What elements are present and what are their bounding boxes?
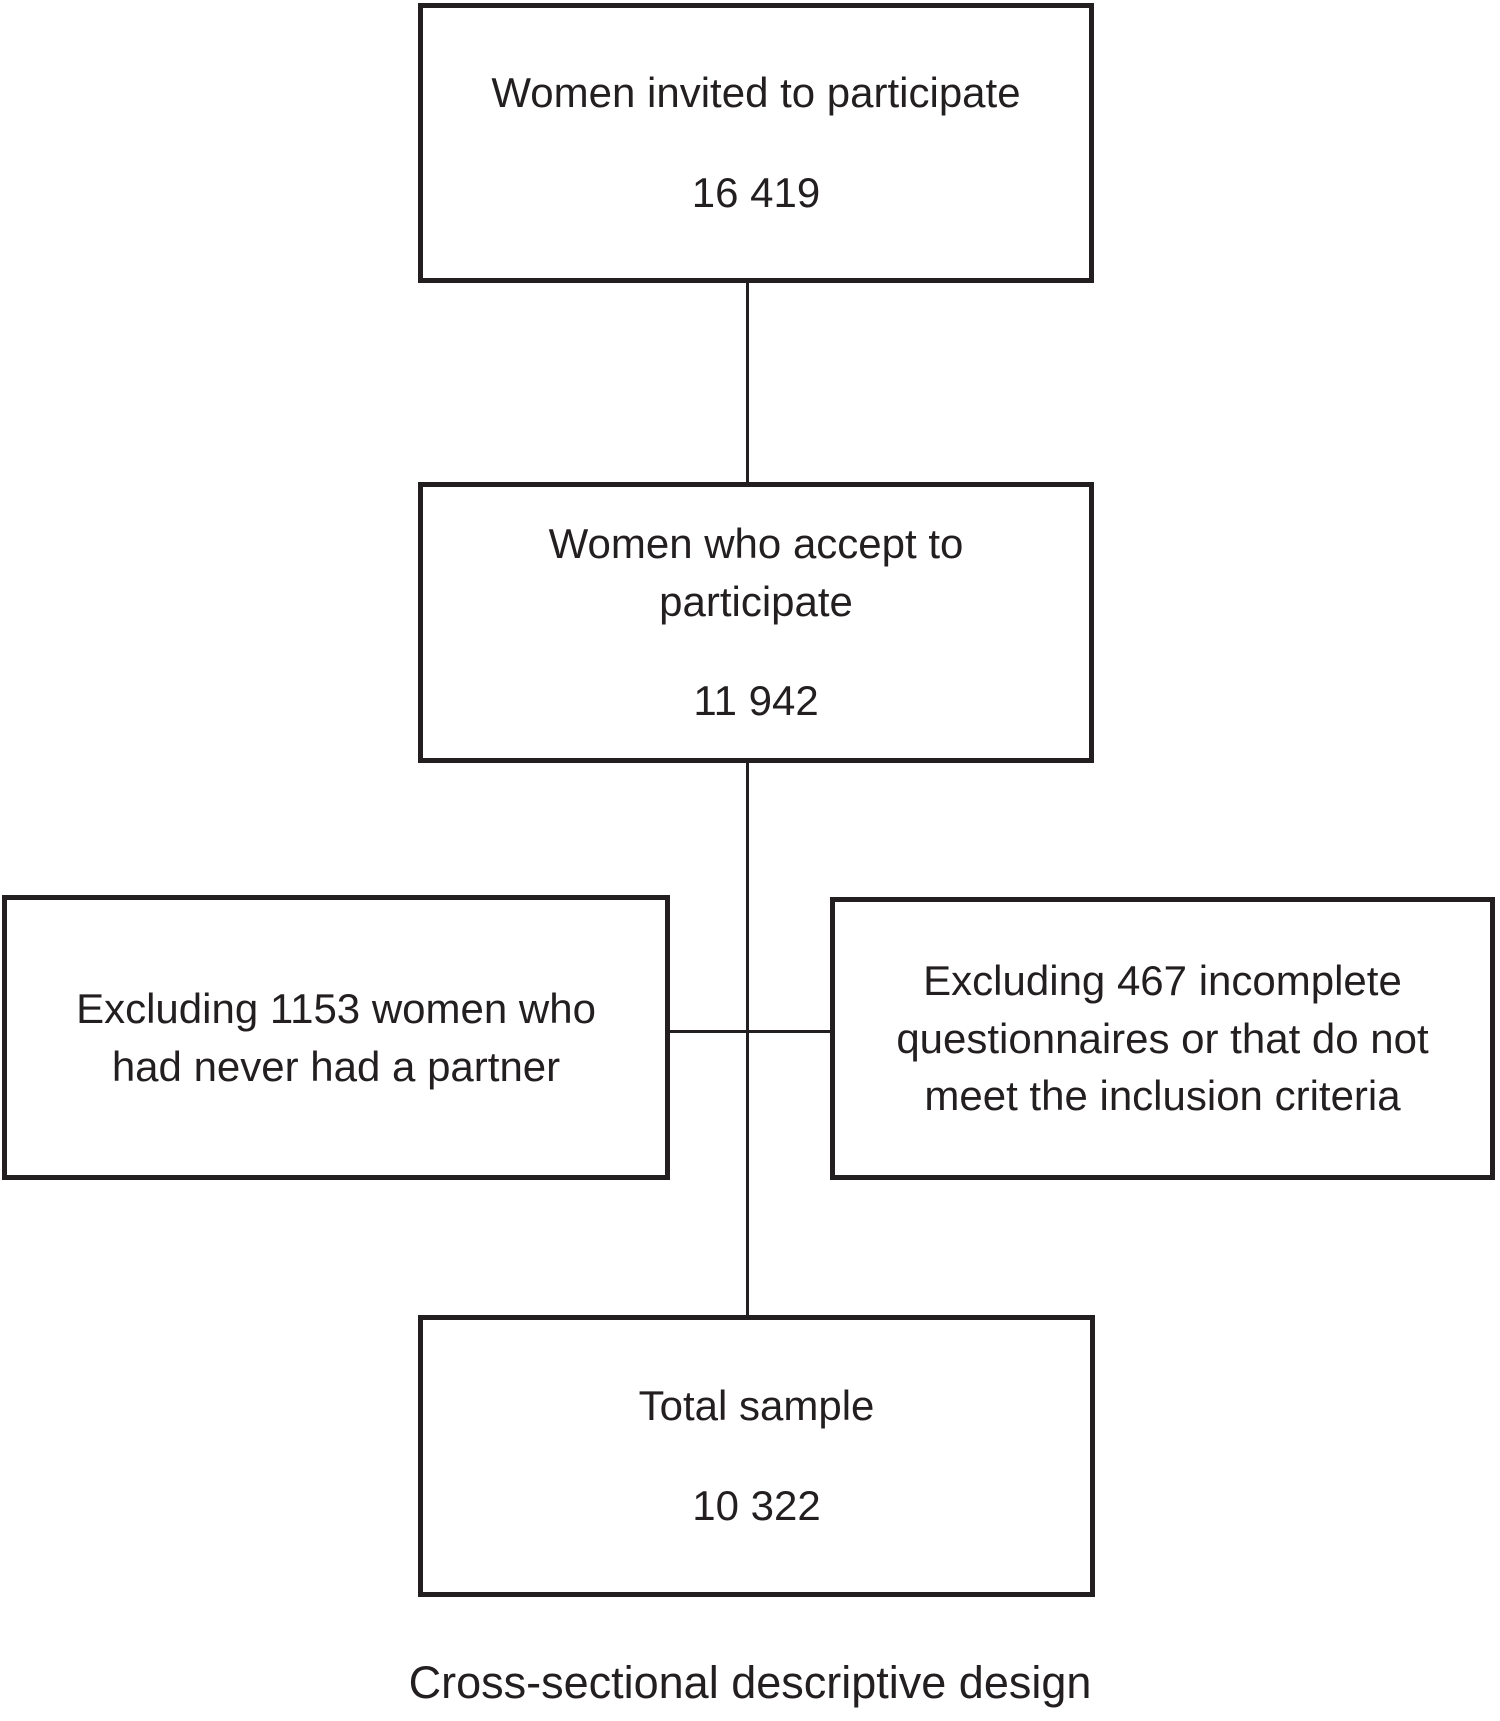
connector-accepted-to-total bbox=[746, 761, 749, 1318]
node-excluded-no-partner-label: Excluding 1153 women who had never had a… bbox=[76, 984, 596, 1090]
node-women-invited-count: 16 419 bbox=[691, 169, 821, 216]
connector-exclusion-branches bbox=[668, 1030, 832, 1033]
node-excluded-incomplete: Excluding 467 incomplete questionnaires … bbox=[830, 897, 1495, 1180]
node-women-invited: Women invited to participate 16 419 bbox=[418, 3, 1094, 283]
node-excluded-incomplete-label: Excluding 467 incomplete questionnaires … bbox=[896, 956, 1429, 1120]
node-excluded-no-partner: Excluding 1153 women who had never had a… bbox=[2, 895, 670, 1180]
node-women-accepted-label: Women who accept to participate bbox=[548, 519, 964, 625]
connector-invited-to-accepted bbox=[746, 281, 749, 485]
node-total-sample-label: Total sample bbox=[638, 1382, 875, 1430]
node-women-accepted-count: 11 942 bbox=[693, 677, 819, 725]
node-women-accepted: Women who accept to participate 11 942 bbox=[418, 482, 1094, 763]
node-total-sample-count: 10 322 bbox=[692, 1482, 821, 1529]
node-total-sample: Total sample 10 322 bbox=[418, 1315, 1095, 1597]
design-caption: Cross-sectional descriptive design bbox=[408, 1657, 1092, 1708]
node-women-invited-label: Women invited to participate bbox=[491, 69, 1021, 117]
